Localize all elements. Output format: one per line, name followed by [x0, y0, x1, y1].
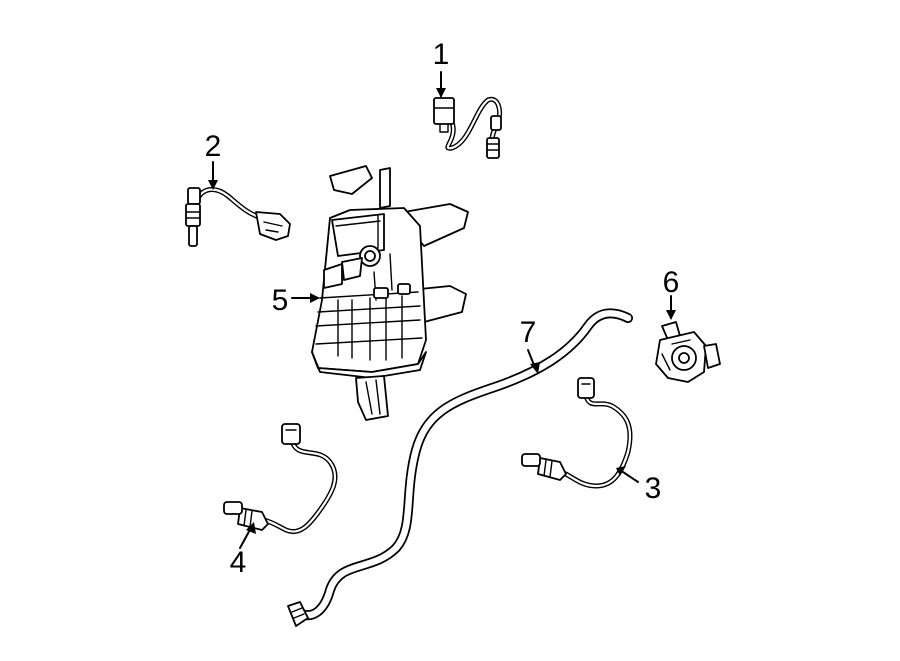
- callout-1: 1: [433, 38, 450, 71]
- oxygen-sensor-3[interactable]: [521, 377, 633, 489]
- callout-6: 6: [663, 266, 680, 299]
- callout-4: 4: [230, 546, 247, 579]
- callout-2: 2: [205, 130, 222, 163]
- vapor-hose[interactable]: [287, 308, 633, 627]
- callout-3: 3: [645, 472, 662, 505]
- callout-5: 5: [272, 284, 289, 317]
- callout-leaders: [208, 71, 676, 549]
- vapor-canister[interactable]: [311, 165, 469, 421]
- oxygen-sensor-4[interactable]: [223, 423, 338, 534]
- oxygen-sensor-1[interactable]: [433, 96, 503, 159]
- purge-valve[interactable]: [655, 321, 721, 383]
- callout-7: 7: [520, 316, 537, 349]
- oxygen-sensor-2[interactable]: [185, 187, 291, 247]
